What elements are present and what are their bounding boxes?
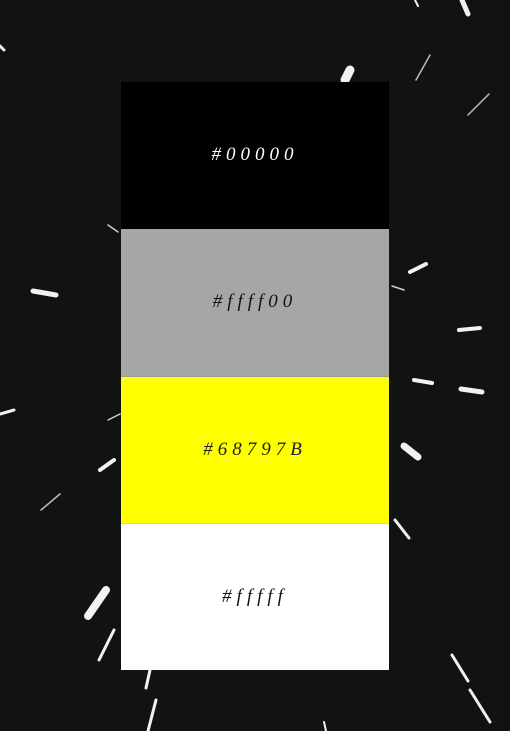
swatch-2[interactable]: #ffff00 [121, 229, 389, 377]
color-palette: #00000 #ffff00 #68797B #fffff [121, 82, 389, 670]
swatch-1-label: #00000 [211, 144, 299, 166]
swatch-4-label: #fffff [222, 585, 288, 607]
swatch-3[interactable]: #68797B [121, 376, 389, 524]
swatch-3-label: #68797B [203, 438, 307, 460]
swatch-1[interactable]: #00000 [121, 82, 389, 230]
swatch-2-label: #ffff00 [212, 291, 298, 313]
swatch-4[interactable]: #fffff [121, 523, 389, 670]
